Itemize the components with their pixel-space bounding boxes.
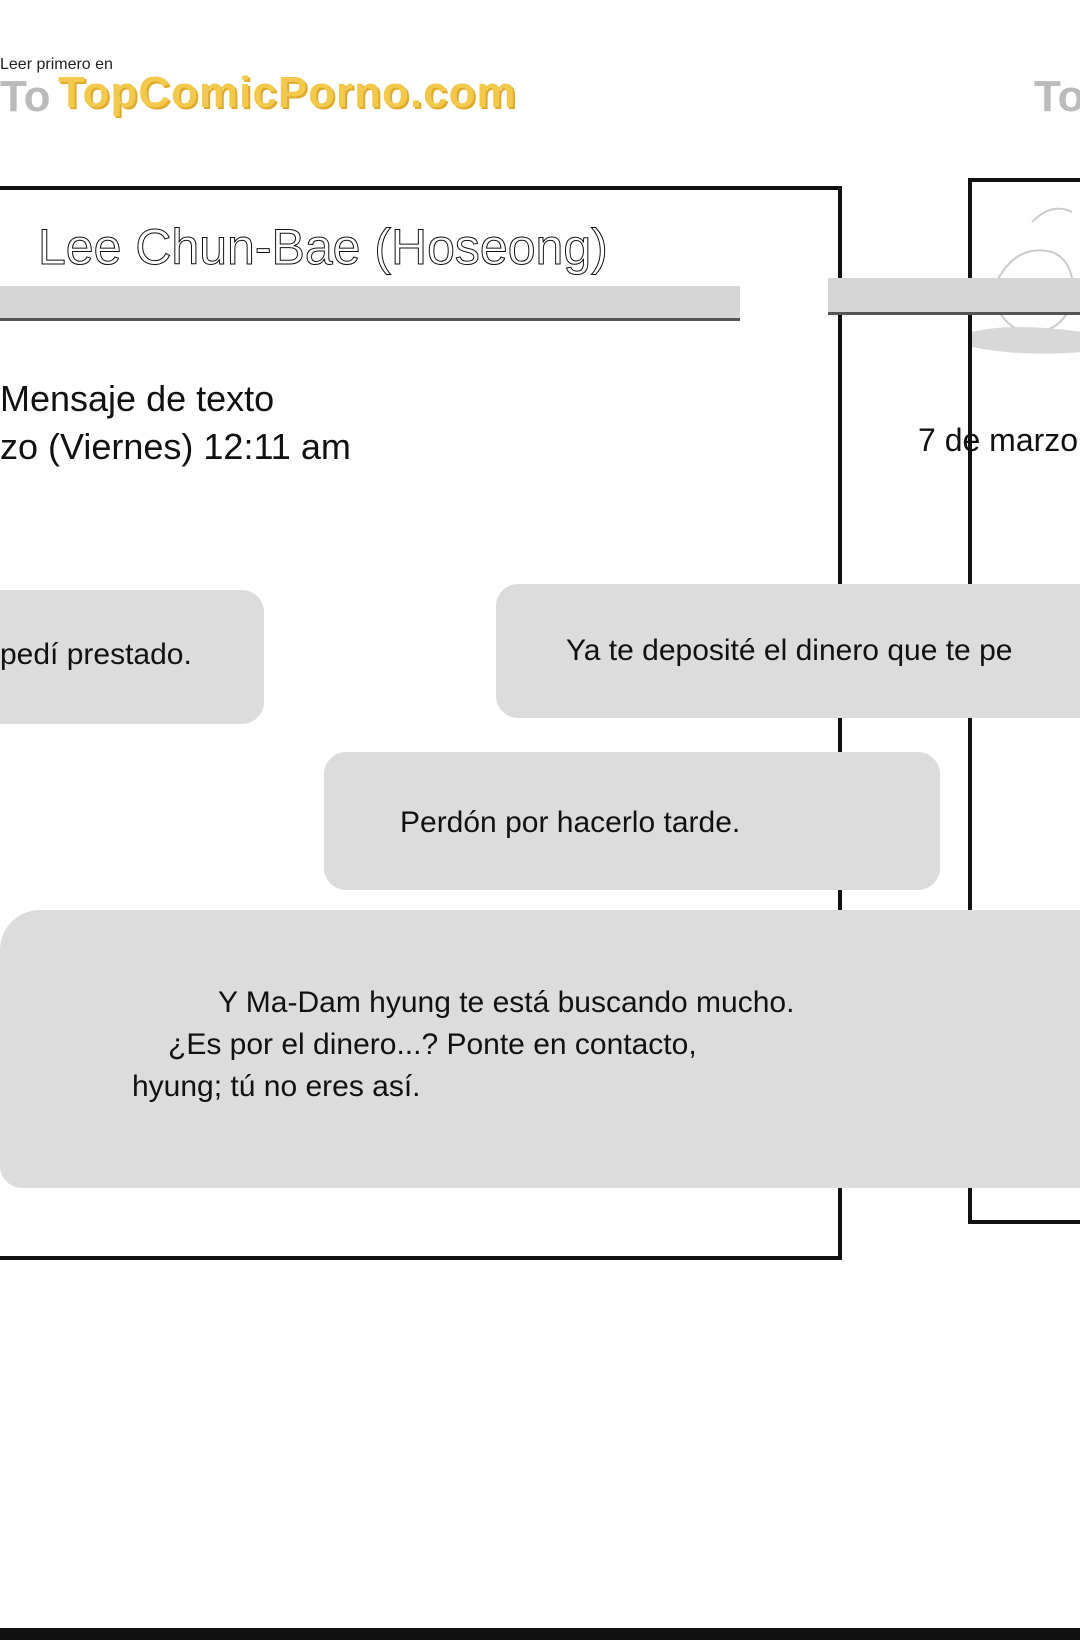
- header-bar-right: [828, 278, 1080, 315]
- message-bubble: pedí prestado.: [0, 590, 264, 724]
- message-text-line: ¿Es por el dinero...? Ponte en contacto,: [168, 1028, 697, 1061]
- message-bubble: Perdón por hacerlo tarde.: [324, 752, 940, 890]
- header-bar-left: [0, 286, 740, 321]
- contact-name: Lee Chun-Bae (Hoseong): [38, 219, 609, 276]
- message-text: Perdón por hacerlo tarde.: [400, 806, 741, 839]
- message-bubble: Ya te deposité el dinero que te pe: [496, 584, 1080, 718]
- message-date-right: 7 de marzo: [918, 422, 1079, 458]
- watermark-ghost-right: To: [1034, 72, 1080, 112]
- message-date-left: zo (Viernes) 12:11 am: [0, 426, 351, 467]
- bottom-border: [0, 1628, 1080, 1640]
- watermark-ghost-left: To: [0, 72, 51, 121]
- message-text-line: hyung; tú no eres así.: [132, 1070, 421, 1103]
- message-bubble: Y Ma-Dam hyung te está buscando mucho. ¿…: [0, 910, 1080, 1188]
- watermark-logo: TopComicPorno.com: [58, 68, 517, 117]
- message-text: pedí prestado.: [0, 638, 192, 671]
- watermark-caption: Leer primero en: [0, 56, 113, 73]
- message-type-label: Mensaje de texto: [0, 378, 275, 419]
- message-text: Ya te deposité el dinero que te pe: [566, 634, 1013, 667]
- message-text-line: Y Ma-Dam hyung te está buscando mucho.: [218, 986, 795, 1019]
